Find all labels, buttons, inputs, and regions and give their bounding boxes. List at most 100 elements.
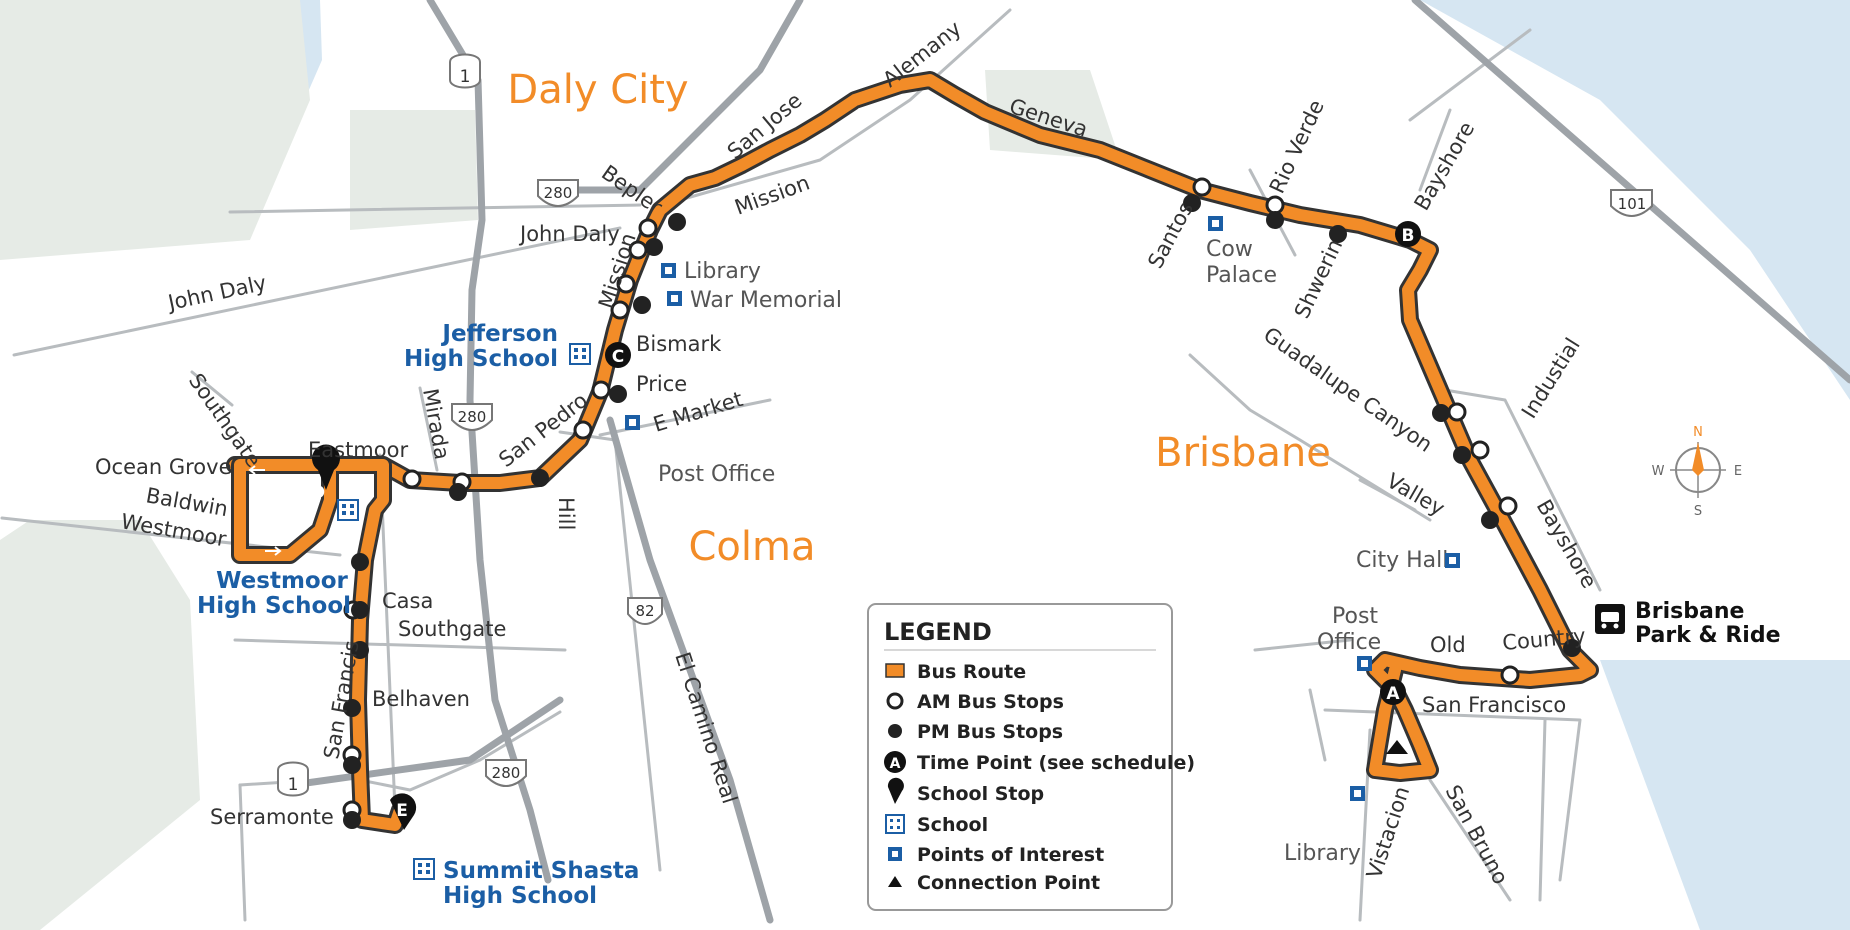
time-point-a[interactable]: A bbox=[1380, 679, 1406, 705]
poi-post-office-colma[interactable]: Post Office bbox=[625, 415, 775, 487]
road bbox=[1358, 478, 1417, 512]
school-icon bbox=[413, 858, 435, 880]
road bbox=[1408, 28, 1532, 122]
poi-library-daly[interactable]: Library bbox=[661, 259, 761, 284]
shield-label: 280 bbox=[544, 184, 573, 202]
poi-city-hall[interactable]: City Hall bbox=[1356, 548, 1460, 573]
am-bus-stop[interactable] bbox=[610, 300, 630, 320]
pm-bus-stop[interactable] bbox=[1481, 511, 1499, 529]
pm-bus-stop[interactable] bbox=[351, 553, 369, 571]
city-label-colma: Colma bbox=[689, 524, 816, 570]
pm-stop-swatch bbox=[888, 724, 902, 738]
am-bus-stop[interactable] bbox=[591, 380, 611, 400]
pm-bus-stop[interactable] bbox=[449, 483, 467, 501]
am-bus-stop[interactable] bbox=[616, 274, 636, 294]
am-bus-stop[interactable] bbox=[1498, 496, 1518, 516]
pm-stops bbox=[343, 194, 1581, 829]
street-label: Santos bbox=[1143, 198, 1198, 272]
time-point-e[interactable]: E bbox=[390, 793, 417, 830]
am-bus-stop[interactable] bbox=[1265, 195, 1285, 215]
compass-w: W bbox=[1652, 464, 1665, 479]
am-bus-stop[interactable] bbox=[1500, 665, 1520, 685]
time-point-c[interactable]: C bbox=[605, 342, 631, 368]
highway-shield-101: 101 bbox=[1610, 189, 1653, 217]
compass-rose: N S E W bbox=[1652, 425, 1743, 519]
pm-bus-stop[interactable] bbox=[1329, 225, 1347, 243]
highway-shield-280: 280 bbox=[537, 179, 579, 207]
pm-bus-stop[interactable] bbox=[343, 811, 361, 829]
am-stop-swatch bbox=[886, 692, 904, 710]
street-label: Casa bbox=[382, 589, 433, 613]
pm-bus-stop[interactable] bbox=[343, 699, 361, 717]
am-bus-stop[interactable] bbox=[1447, 402, 1467, 422]
school-label: High School bbox=[443, 883, 597, 909]
road bbox=[190, 370, 234, 407]
school-westmoor[interactable]: Westmoor High School bbox=[197, 499, 359, 619]
poi-label: Post bbox=[1332, 604, 1378, 629]
pm-bus-stop[interactable] bbox=[1266, 211, 1284, 229]
compass-north-icon bbox=[1692, 442, 1704, 476]
highway-shield-1: 1 bbox=[449, 53, 481, 89]
legend-item-label: Connection Point bbox=[917, 872, 1100, 894]
poi-label: City Hall bbox=[1356, 548, 1448, 573]
time-point-d[interactable]: D bbox=[311, 444, 341, 508]
pm-bus-stop[interactable] bbox=[531, 469, 549, 487]
pm-bus-stop[interactable] bbox=[1563, 639, 1581, 657]
legend-item-label: Bus Route bbox=[917, 661, 1026, 683]
pm-bus-stop[interactable] bbox=[351, 601, 369, 619]
park-area bbox=[0, 0, 310, 260]
pm-bus-stop[interactable] bbox=[1183, 194, 1201, 212]
connection-point-icon[interactable] bbox=[1386, 740, 1408, 754]
road bbox=[1443, 388, 1602, 592]
school-label: High School bbox=[404, 346, 558, 372]
poi-post-office-brisbane[interactable]: Post Office bbox=[1317, 604, 1381, 671]
bus-route-line bbox=[234, 459, 406, 831]
legend-item-label: PM Bus Stops bbox=[917, 721, 1063, 743]
am-bus-stop[interactable] bbox=[638, 218, 658, 238]
time-point-b[interactable]: B bbox=[1395, 221, 1421, 247]
highway-shield-82: 82 bbox=[627, 597, 663, 625]
school-icon bbox=[569, 343, 591, 365]
pm-bus-stop[interactable] bbox=[668, 213, 686, 231]
street-label: Old bbox=[1430, 633, 1466, 657]
pm-bus-stop[interactable] bbox=[351, 641, 369, 659]
road bbox=[678, 8, 1012, 202]
street-label: Shwerin bbox=[1290, 235, 1347, 322]
pm-bus-stop[interactable] bbox=[633, 296, 651, 314]
street-label: San Francisco bbox=[1422, 693, 1566, 717]
pm-bus-stop[interactable] bbox=[1453, 446, 1471, 464]
street-label: El Camino Real bbox=[670, 649, 742, 806]
street-label: Eastmoor bbox=[308, 438, 408, 462]
poi-label: War Memorial bbox=[690, 288, 842, 313]
school-summit-shasta[interactable]: Summit Shasta High School bbox=[413, 858, 639, 909]
am-bus-stop[interactable] bbox=[573, 420, 593, 440]
road bbox=[228, 203, 642, 214]
am-bus-stop[interactable] bbox=[402, 469, 422, 489]
bay-water bbox=[1420, 0, 1850, 400]
pm-bus-stop[interactable] bbox=[609, 385, 627, 403]
school-jefferson[interactable]: Jefferson High School bbox=[404, 321, 591, 372]
street-label: Belhaven bbox=[372, 687, 470, 711]
street-label: Price bbox=[636, 372, 687, 396]
legend-box bbox=[867, 603, 1173, 911]
time-point-label: B bbox=[1402, 226, 1415, 246]
pm-bus-stop[interactable] bbox=[1432, 404, 1450, 422]
compass-e: E bbox=[1734, 464, 1742, 479]
road bbox=[1308, 688, 1327, 762]
shield-label: 82 bbox=[635, 602, 654, 620]
road bbox=[233, 638, 567, 652]
poi-cow-palace[interactable]: Cow Palace bbox=[1206, 216, 1277, 288]
poi-library-brisbane[interactable]: Library bbox=[1284, 786, 1365, 866]
pm-bus-stop[interactable] bbox=[343, 756, 361, 774]
bay-water-south bbox=[1600, 660, 1850, 930]
pm-bus-stop[interactable] bbox=[645, 238, 663, 256]
city-label-daly-city: Daly City bbox=[507, 67, 688, 113]
brisbane-park-and-ride[interactable]: Brisbane Park & Ride bbox=[1595, 599, 1781, 648]
legend-item-label: School bbox=[917, 814, 988, 836]
am-bus-stop[interactable] bbox=[1470, 440, 1490, 460]
am-bus-stop[interactable] bbox=[1192, 177, 1212, 197]
street-label: John Daly bbox=[518, 222, 620, 246]
road bbox=[1418, 108, 1452, 192]
poi-war-memorial[interactable]: War Memorial bbox=[667, 288, 842, 313]
time-point-label: E bbox=[396, 801, 408, 821]
